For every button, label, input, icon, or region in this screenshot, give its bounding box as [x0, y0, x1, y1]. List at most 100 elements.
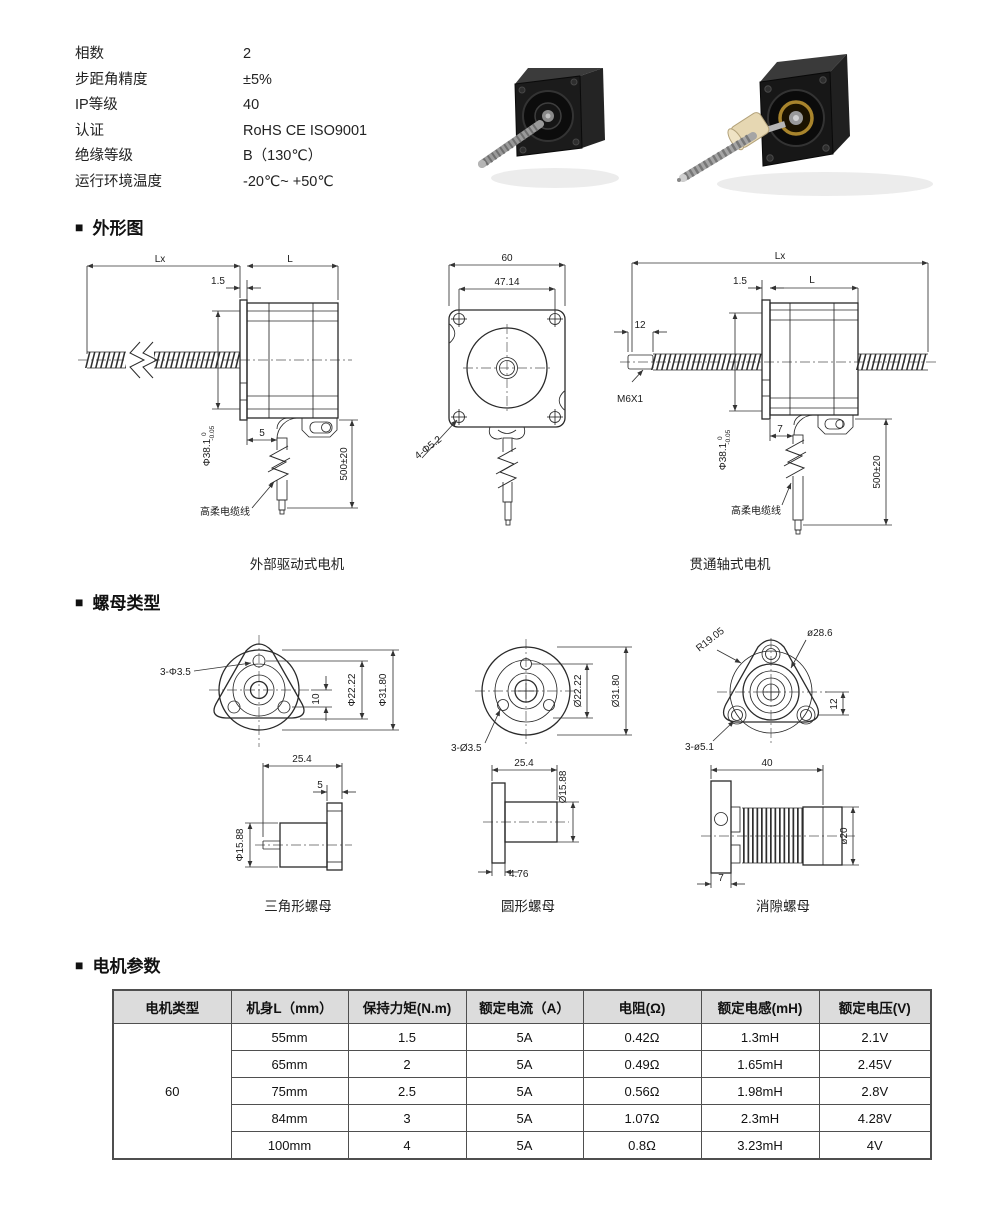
drawing-external-drive-motor: Lx L 1.5 [78, 254, 358, 518]
dim-length: 25.4 [292, 754, 312, 765]
dim-cable-length: 500±20 [339, 447, 350, 481]
table-cell: 4 [347, 1131, 467, 1160]
connector [301, 417, 338, 438]
nut-caption: 圆形螺母 [501, 899, 555, 914]
cable-label: 高柔电缆线 [731, 504, 781, 517]
motor-body-side [761, 299, 859, 420]
table-header-cell: 保持力矩(N.m) [347, 989, 467, 1024]
drawing-through-shaft-motor: Lx 1.5 L 12 [614, 252, 938, 535]
drawing-backlash-nut: ø28.6 R19.05 12 3-ø5.1 [685, 626, 859, 888]
table-row: 84mm 3 5A 1.07Ω 2.3mH 4.28V [113, 1104, 932, 1132]
motor-body [514, 68, 605, 157]
dim-bolt-circle: Φ22.22 [347, 673, 358, 706]
table-cell: 65mm [230, 1050, 349, 1078]
dim-gap: 1.5 [211, 276, 225, 287]
top-view [475, 639, 579, 745]
dim-width: 60 [501, 253, 513, 264]
drawing-front-view: 60 47.14 [413, 253, 566, 526]
section-title-text: 电机参数 [92, 957, 161, 976]
table-cell: 0.56Ω [582, 1077, 702, 1105]
spec-label: IP等级 [75, 97, 118, 113]
table-cell: 1.3mH [700, 1023, 820, 1051]
spec-label: 绝缘等级 [75, 148, 133, 164]
motor-parameters-table: 电机类型 机身L（mm） 保持力矩(N.m) 额定电流（A） 电阻(Ω) 额定电… [112, 989, 932, 1160]
table-cell: 2.1V [818, 1023, 932, 1051]
dim-diameter: Φ38.1 0 -0.05 [714, 429, 732, 470]
lead-screw [677, 132, 757, 182]
table-cell: 4.28V [818, 1104, 932, 1132]
table-header-cell: 额定电流（A） [465, 989, 584, 1024]
side-view [701, 780, 855, 874]
drawing-caption: 贯通轴式电机 [689, 557, 771, 572]
spec-value: -20℃~ +50℃ [243, 173, 334, 190]
table-cell: 5A [465, 1131, 584, 1160]
connector [817, 414, 854, 435]
motor-body [759, 54, 850, 167]
dim-cable-length: 500±20 [872, 455, 883, 489]
drawing-caption: 外部驱动式电机 [249, 557, 345, 572]
motor-body-side [239, 299, 339, 421]
table-cell: 2.45V [818, 1050, 932, 1078]
dim-holes: 3-ø5.1 [685, 742, 714, 753]
table-cell: 3 [347, 1104, 467, 1132]
cable [488, 426, 526, 526]
dimension-lines-2 [697, 765, 859, 888]
product-photo-motor-external [478, 68, 619, 188]
table-row: 60 55mm 1.5 5A 0.42Ω 1.3mH 2.1V [112, 1023, 932, 1160]
dim-flange: 5 [317, 780, 323, 791]
table-cell: 0.8Ω [582, 1131, 702, 1160]
dim-gap: 1.5 [733, 276, 747, 287]
dim-outer: Ø31.80 [611, 674, 622, 707]
dim-lx: Lx [775, 252, 786, 262]
dim-radius: R19.05 [694, 626, 727, 655]
dimension-lines [712, 639, 849, 742]
table-cell: 3.23mH [700, 1131, 820, 1160]
table-cell: 2.5 [347, 1077, 467, 1105]
dim-diameter: Φ38.1 0 -0.05 [198, 425, 216, 466]
spec-label: 认证 [75, 122, 104, 139]
section-title-outline: ■ 外形图 [75, 214, 143, 239]
section-bullet-icon: ■ [75, 593, 84, 610]
dimension-lines [448, 262, 566, 312]
table-cell: 5A [465, 1050, 584, 1078]
spec-label: 相数 [75, 46, 104, 62]
dimension-lines-2 [245, 763, 356, 868]
table-cell: 2 [347, 1050, 467, 1078]
lead-screw-side [78, 341, 352, 379]
table-cell: 2.8V [818, 1077, 932, 1105]
table-cell: 75mm [230, 1077, 349, 1105]
dim-offset: 10 [311, 693, 322, 705]
table-header-cell: 电机类型 [112, 989, 232, 1024]
top-view [209, 635, 311, 747]
dim-boss: ø28.6 [807, 628, 833, 639]
table-cell: 1.98mH [700, 1077, 820, 1105]
drawing-round-nut: 3-Ø3.5 Ø22.22 Ø31.80 25.4 Ø15.88 4.76 [451, 639, 632, 880]
table-cell: 1.5 [347, 1023, 467, 1051]
spec-value: RoHS CE ISO9001 [243, 122, 368, 139]
side-view [483, 782, 569, 864]
dimension-lines-2 [212, 310, 358, 509]
spec-value: 2 [243, 46, 252, 62]
section-title-text: 螺母类型 [92, 594, 161, 613]
mounting-holes [451, 311, 563, 425]
section-bullet-icon: ■ [75, 218, 84, 235]
dim-hole-spacing: 47.14 [494, 277, 519, 288]
thread-spec: M6X1 [617, 394, 644, 405]
section-title-params: ■ 电机参数 [75, 952, 160, 977]
top-view [717, 638, 827, 746]
lead-screw-side [620, 353, 938, 371]
table-header-cell: 额定电压(V) [818, 989, 932, 1024]
dim-body-dia: ø20 [839, 827, 850, 845]
nut-caption: 三角形螺母 [264, 899, 332, 914]
dim-length: 25.4 [514, 758, 534, 769]
dimension-lines-2 [631, 312, 892, 526]
dim-l: L [287, 254, 293, 265]
motor-type-cell: 60 [112, 1023, 232, 1160]
spec-value: 40 [243, 97, 260, 113]
product-photo-motor-through-shaft [677, 54, 933, 196]
cable [267, 417, 299, 515]
table-cell: 5A [465, 1104, 584, 1132]
spec-list: 相数 2 步距角精度 ±5% IP等级 40 认证 RoHS CE ISO900… [75, 42, 367, 195]
table-cell: 84mm [230, 1104, 349, 1132]
lead-screw [478, 120, 544, 168]
